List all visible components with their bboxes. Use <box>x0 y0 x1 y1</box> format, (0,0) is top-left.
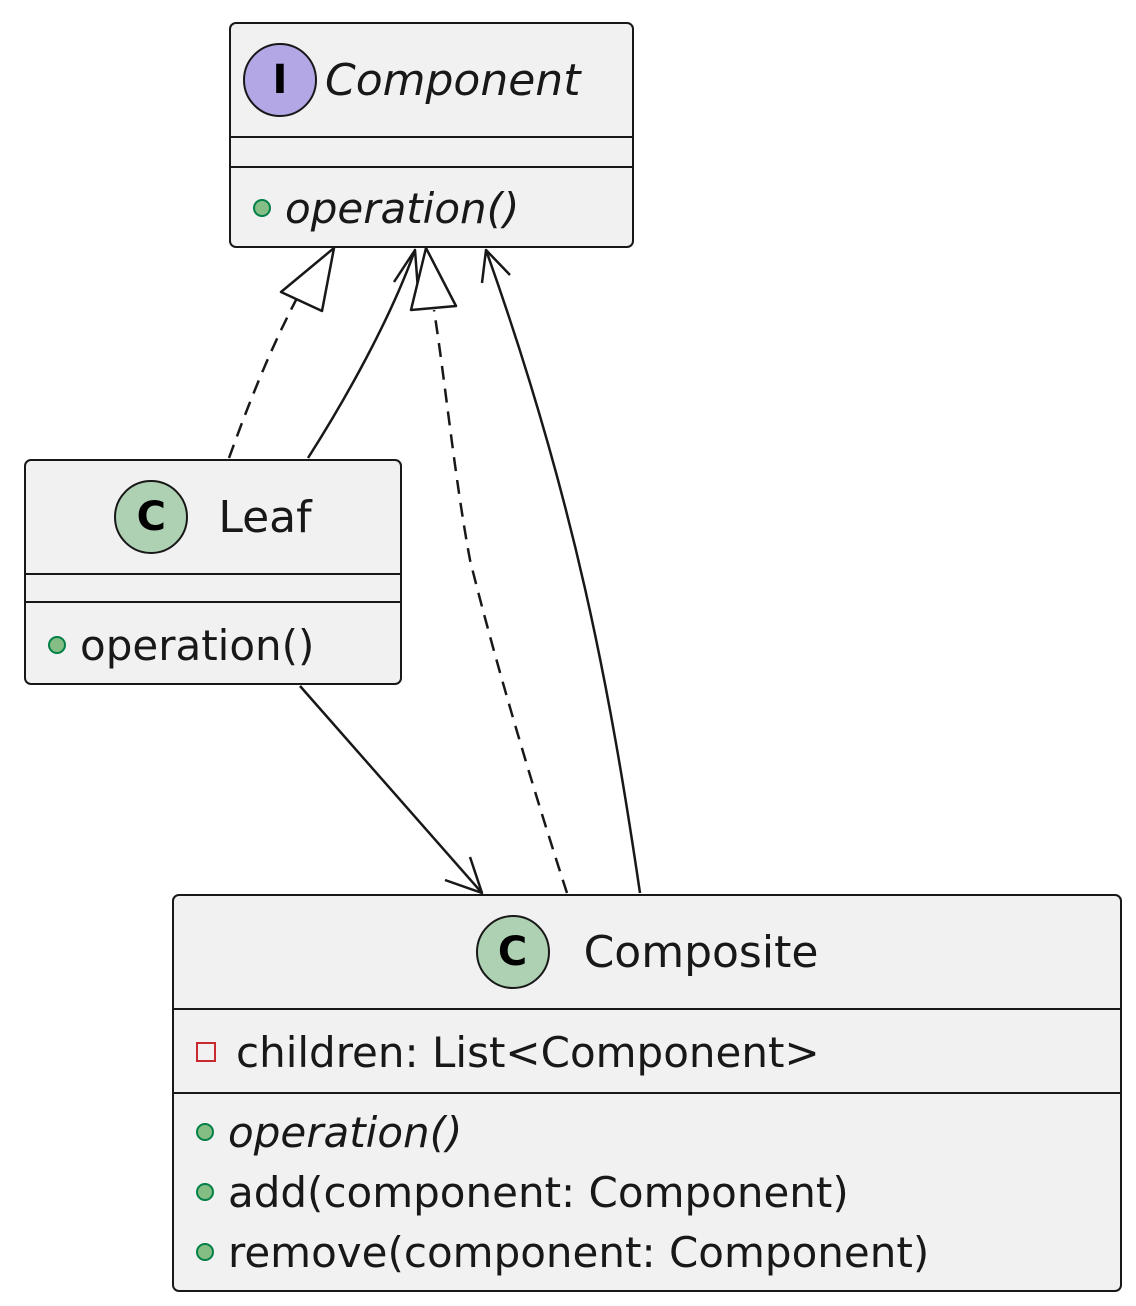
component-name: Component <box>325 54 581 106</box>
component-methods-section: operation() <box>231 168 632 238</box>
public-visibility-icon <box>196 1183 214 1201</box>
composite-methods-section: operation() add(component: Component) re… <box>174 1094 1120 1282</box>
composite-class-box[interactable]: C Composite children: List<Component> op… <box>172 894 1122 1292</box>
private-visibility-icon <box>196 1042 216 1062</box>
leaf-to-composite-arrowhead <box>444 856 484 895</box>
composite-realizes-component-arrowhead <box>409 246 458 312</box>
leaf-to-component-arrowhead <box>392 248 420 291</box>
class-stereotype-icon: C <box>475 915 550 989</box>
class-stereotype-icon: C <box>114 480 189 554</box>
composite-name: Composite <box>583 926 819 978</box>
leaf-methods-section: operation() <box>26 603 400 675</box>
leaf-method-operation: operation() <box>26 615 400 675</box>
composite-method-operation: operation() <box>174 1102 1120 1162</box>
method-text: operation() <box>285 183 520 233</box>
component-fields-section <box>231 138 632 168</box>
leaf-realizes-component-line <box>227 299 298 459</box>
component-header: I Component <box>231 24 632 138</box>
leaf-fields-section <box>26 575 400 603</box>
leaf-to-composite-line <box>299 685 483 894</box>
composite-realizes-component-line <box>432 309 569 894</box>
composite-method-add: add(component: Component) <box>174 1162 1120 1222</box>
leaf-class-box[interactable]: C Leaf operation() <box>24 459 402 685</box>
method-text: operation() <box>228 1107 463 1157</box>
leaf-to-component-line <box>306 249 417 459</box>
public-visibility-icon <box>196 1243 214 1261</box>
leaf-header: C Leaf <box>26 461 400 575</box>
public-visibility-icon <box>48 636 66 654</box>
composite-fields-section: children: List<Component> <box>174 1010 1120 1094</box>
composite-method-remove: remove(component: Component) <box>174 1222 1120 1282</box>
method-text: operation() <box>80 620 315 670</box>
composite-field-children: children: List<Component> <box>174 1022 1120 1082</box>
method-text: remove(component: Component) <box>228 1227 930 1277</box>
public-visibility-icon <box>253 199 271 217</box>
composite-to-component-line <box>484 249 642 894</box>
component-interface-box[interactable]: I Component operation() <box>229 22 634 248</box>
field-text: children: List<Component> <box>236 1027 820 1077</box>
leaf-realizes-component-arrowhead <box>279 246 336 313</box>
interface-stereotype-icon: I <box>243 43 317 117</box>
leaf-name: Leaf <box>218 491 312 543</box>
component-method-operation: operation() <box>231 178 632 238</box>
method-text: add(component: Component) <box>228 1167 849 1217</box>
public-visibility-icon <box>196 1123 214 1141</box>
composite-to-component-arrowhead <box>480 248 511 284</box>
composite-header: C Composite <box>174 896 1120 1010</box>
